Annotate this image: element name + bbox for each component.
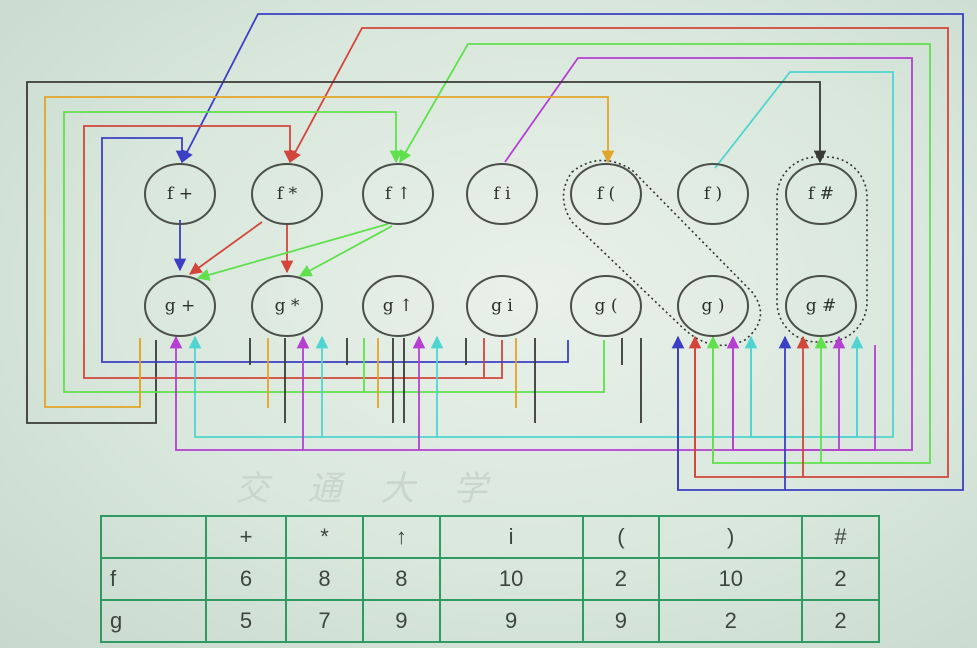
edge-purple-to-g-plus [176, 337, 875, 450]
node-g-i: g i [467, 276, 537, 336]
table-cell: 8 [363, 558, 440, 600]
svg-text:g +: g + [165, 296, 196, 316]
svg-text:f ): f ) [704, 184, 722, 204]
table-cell: 9 [363, 600, 440, 642]
table-header-row: + * ↑ i ( ) # [101, 516, 879, 558]
svg-text:g *: g * [275, 296, 300, 316]
precedence-graph: 交 通 大 学 [0, 0, 977, 510]
edge-blue-outer-to-f-plus [102, 138, 568, 362]
edge-red-to-f-mul [290, 28, 948, 477]
table-header-cell: + [206, 516, 286, 558]
table-header-cell: ( [583, 516, 660, 558]
node-g-hash: g # [786, 276, 856, 336]
table-header-cell: ↑ [363, 516, 440, 558]
edge-black-to-f-hash [27, 82, 820, 423]
table-header-cell: # [802, 516, 879, 558]
edge-f-up-to-g-plus [198, 224, 388, 278]
node-f-lparen: f ( [571, 164, 641, 224]
edge-green-to-f-up [400, 44, 930, 463]
node-f-plus: f + [145, 164, 215, 224]
table-cell: 9 [440, 600, 583, 642]
table-row-label: f [101, 558, 206, 600]
node-g-plus: g + [145, 276, 215, 336]
node-f-up: f ↑ [363, 164, 433, 224]
node-f-hash: f # [786, 164, 856, 224]
svg-text:f +: f + [167, 184, 193, 204]
node-g-lparen: g ( [571, 276, 641, 336]
table-cell: 2 [802, 558, 879, 600]
table-header-cell: i [440, 516, 583, 558]
svg-text:g ): g ) [702, 296, 725, 316]
node-f-i: f i [467, 164, 537, 224]
precedence-table: + * ↑ i ( ) # f 6 8 8 10 2 10 2 g 5 7 9 … [100, 515, 880, 643]
watermark-text: 交 通 大 学 [235, 469, 501, 509]
edge-blue-to-f-plus [182, 14, 963, 490]
svg-text:g i: g i [491, 296, 513, 316]
svg-text:f i: f i [493, 184, 511, 204]
svg-text:g #: g # [806, 296, 837, 316]
edge-stubs [140, 338, 641, 423]
node-f-rparen: f ) [678, 164, 748, 224]
svg-text:f #: f # [808, 184, 834, 204]
edge-f-up-to-g-mul [300, 226, 392, 276]
table-cell: 7 [286, 600, 363, 642]
node-f-mul: f * [252, 164, 322, 224]
svg-text:g ↑: g ↑ [383, 296, 414, 316]
table-cell: 2 [802, 600, 879, 642]
table-cell: 10 [440, 558, 583, 600]
edge-f-mul-to-g-plus [190, 222, 262, 274]
table-cell: 2 [659, 600, 802, 642]
table-cell: 2 [583, 558, 660, 600]
table-cell: 5 [206, 600, 286, 642]
table-cell: 6 [206, 558, 286, 600]
node-g-rparen: g ) [678, 276, 748, 336]
edge-orange-to-f-lparen [45, 97, 608, 407]
table-cell: 8 [286, 558, 363, 600]
table-row-f: f 6 8 8 10 2 10 2 [101, 558, 879, 600]
svg-text:g (: g ( [595, 296, 618, 316]
table-header-cell [101, 516, 206, 558]
svg-text:f ↑: f ↑ [385, 184, 411, 204]
table-cell: 9 [583, 600, 660, 642]
node-g-up: g ↑ [363, 276, 433, 336]
edge-green-outer-to-f-up [64, 112, 604, 392]
svg-text:f *: f * [277, 184, 298, 204]
node-g-mul: g * [252, 276, 322, 336]
table-cell: 10 [659, 558, 802, 600]
svg-text:f (: f ( [597, 184, 615, 204]
table-header-cell: * [286, 516, 363, 558]
table-header-cell: ) [659, 516, 802, 558]
group-outline-paren [564, 160, 761, 345]
table-row-label: g [101, 600, 206, 642]
edge-teal-to-g-plus [195, 337, 857, 437]
table-row-g: g 5 7 9 9 9 2 2 [101, 600, 879, 642]
